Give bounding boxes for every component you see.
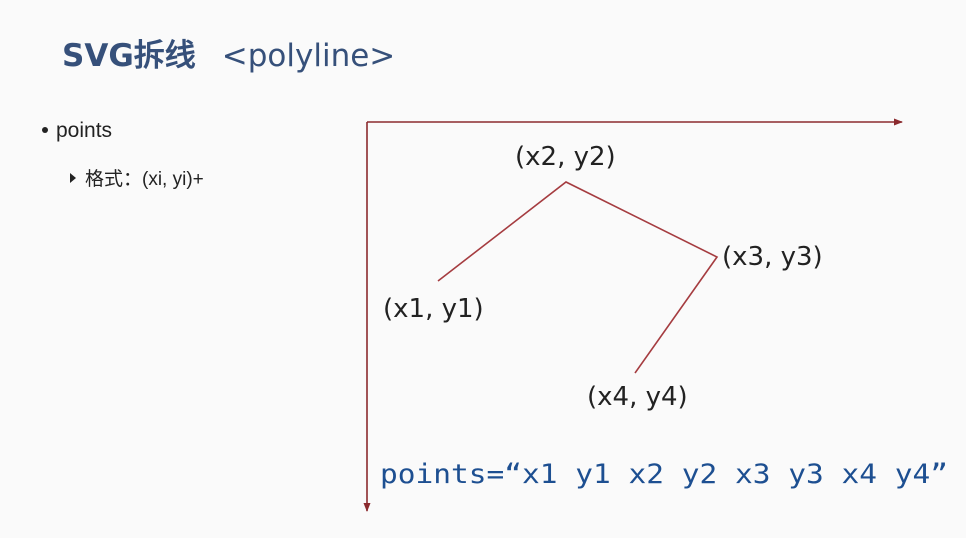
bullet-format: 格式：(xi, yi)+	[70, 166, 204, 194]
point-label-x1-y1: (x1, y1)	[383, 294, 484, 324]
point-label-x3-y3: (x3, y3)	[722, 242, 823, 272]
points-attribute-code: points=“x1 y1 x2 y2 x3 y3 x4 y4”	[380, 459, 948, 490]
title-text: SVG拆线	[62, 38, 196, 74]
bullet-points-label: points	[56, 119, 113, 142]
bullet-format-label: 格式：(xi, yi)+	[85, 169, 204, 190]
title-element-tag: <polyline>	[221, 38, 396, 74]
point-label-x2-y2: (x2, y2)	[515, 142, 616, 172]
point-label-x4-y4: (x4, y4)	[587, 382, 688, 412]
bullet-points: points	[42, 116, 112, 146]
page-title: SVG拆线 <polyline>	[62, 34, 395, 78]
polyline-shape	[437, 181, 719, 374]
bullet-dot-icon	[42, 126, 48, 133]
triangle-bullet-icon	[70, 173, 76, 184]
